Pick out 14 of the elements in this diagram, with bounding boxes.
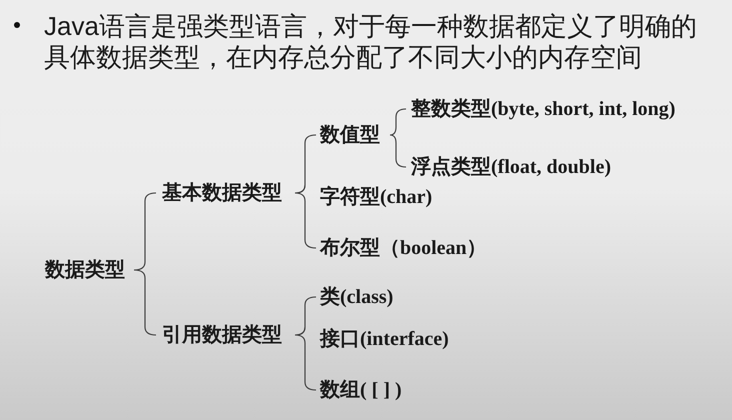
tree-label: 类(class)	[316, 284, 394, 310]
tree-label: 数值型	[316, 122, 390, 148]
brace-connector	[294, 326, 306, 336]
tree-label: 接口(interface)	[305, 326, 449, 352]
tree-label: 基本数据类型	[156, 180, 295, 206]
tree-label: 数组( [ ] )	[316, 377, 402, 403]
tree-label: 字符型(char)	[305, 184, 432, 210]
tree-label: 整数类型(byte, short, int, long)	[406, 96, 676, 122]
tree-label: 浮点类型(float, double)	[406, 154, 611, 180]
heading-text: Java语言是强类型语言，对于每一种数据都定义了明确的具体数据类型，在内存总分配了不同大小的内存空间	[44, 11, 698, 73]
brace-connector	[294, 184, 306, 194]
tree-label: 引用数据类型	[156, 322, 295, 348]
tree-label: 布尔型（boolean）	[316, 235, 487, 261]
tree-label: 数据类型	[40, 257, 134, 283]
